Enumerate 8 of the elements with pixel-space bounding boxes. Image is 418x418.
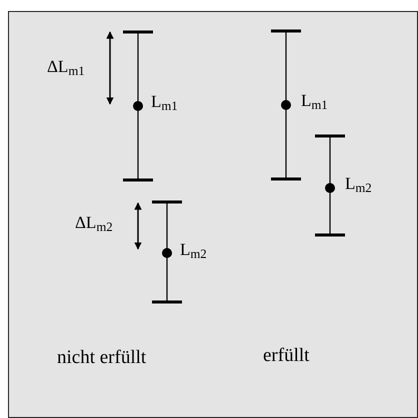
- delta-label: ΔL$_{m2}$: [75, 214, 113, 231]
- mean-label: L$_{m1}$: [301, 92, 328, 109]
- status-label: nicht erfüllt: [57, 348, 146, 367]
- status-label: erfüllt: [263, 346, 310, 365]
- mean-label: L$_{m1}$: [151, 93, 178, 110]
- delta-label: ΔL$_{m1}$: [47, 58, 85, 75]
- mean-label: L$_{m2}$: [345, 175, 372, 192]
- mean-label: L$_{m2}$: [180, 241, 207, 258]
